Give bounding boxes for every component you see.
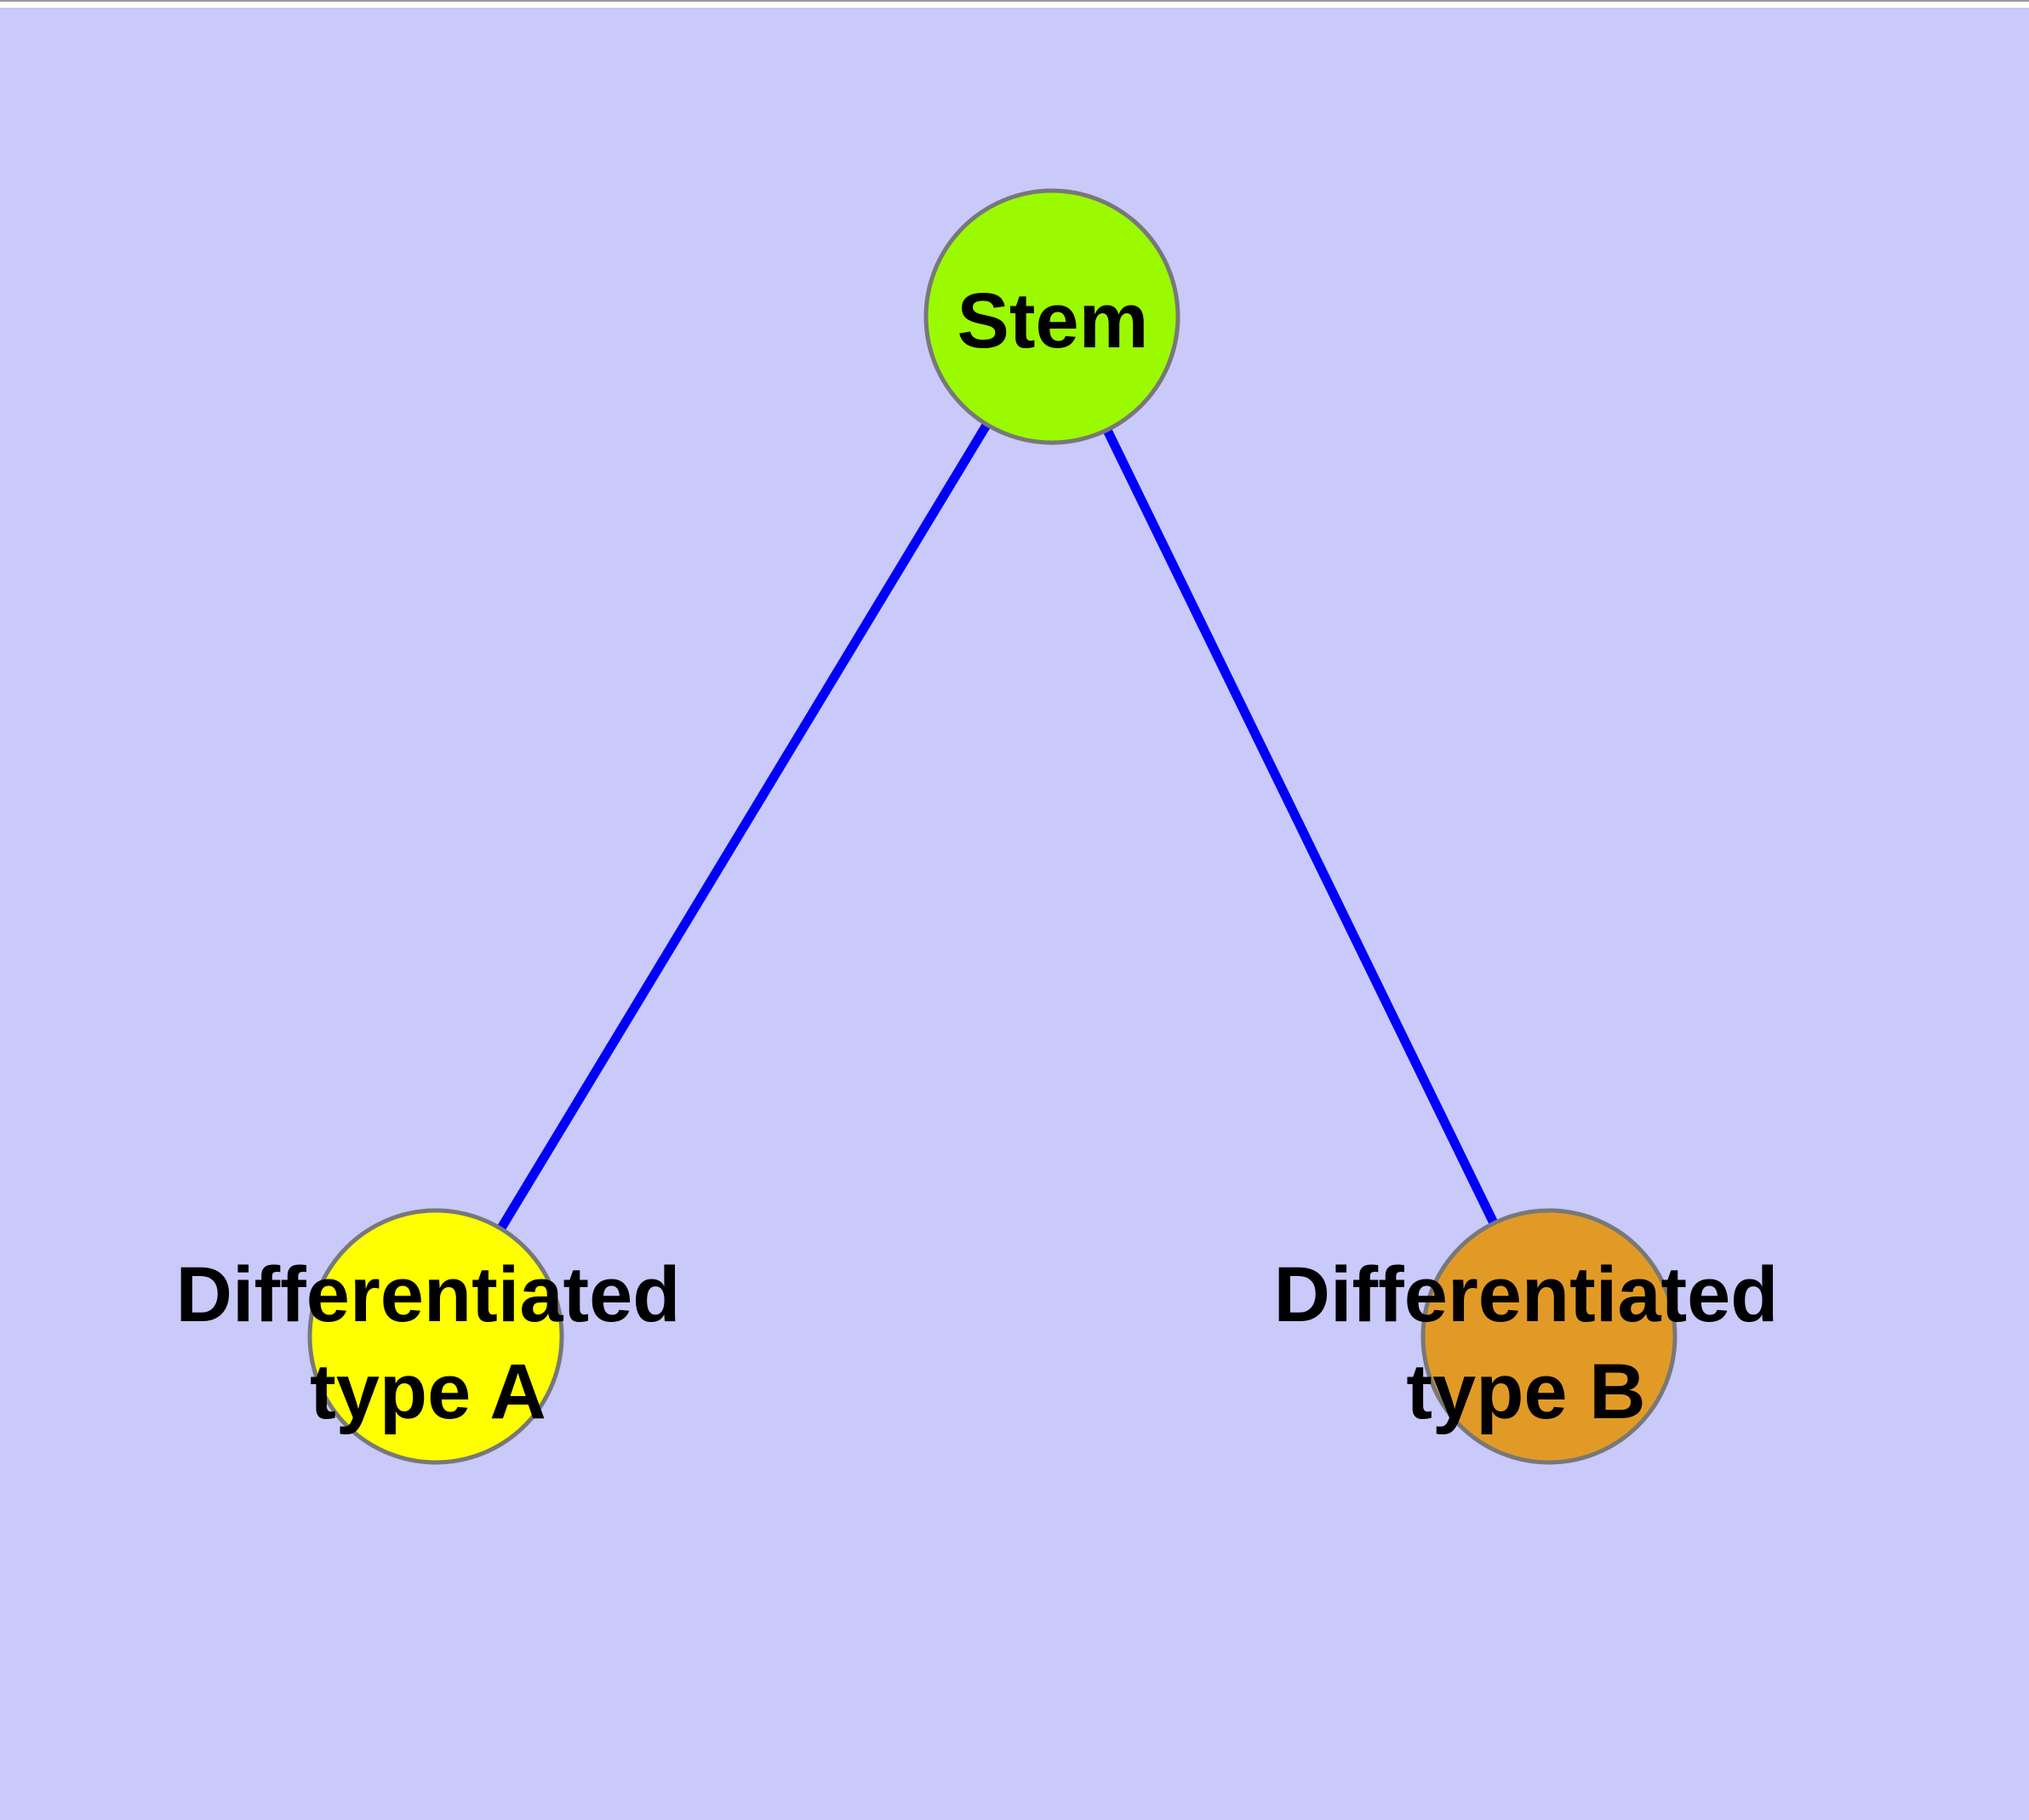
edge-stem-to-type-a[interactable] <box>432 314 1056 1339</box>
node-type-a-label-line2: type A <box>310 1348 546 1435</box>
node-differentiated-type-a[interactable] <box>307 1208 564 1465</box>
node-differentiated-type-b[interactable] <box>1420 1208 1677 1465</box>
node-type-b-label: Differentiated type B <box>1274 1246 1779 1440</box>
node-type-b-label-line1: Differentiated <box>1273 1251 1779 1338</box>
node-stem[interactable] <box>923 188 1180 445</box>
canvas-top-border <box>0 0 2029 8</box>
node-stem-label-text: Stem <box>957 278 1149 364</box>
node-type-a-label-line1: Differentiated <box>175 1251 681 1338</box>
edge-stem-to-type-b[interactable] <box>1048 314 1553 1339</box>
node-stem-label: Stem <box>957 272 1149 369</box>
node-type-b-label-line2: type B <box>1406 1348 1646 1435</box>
node-type-a-label: Differentiated type A <box>176 1246 681 1440</box>
